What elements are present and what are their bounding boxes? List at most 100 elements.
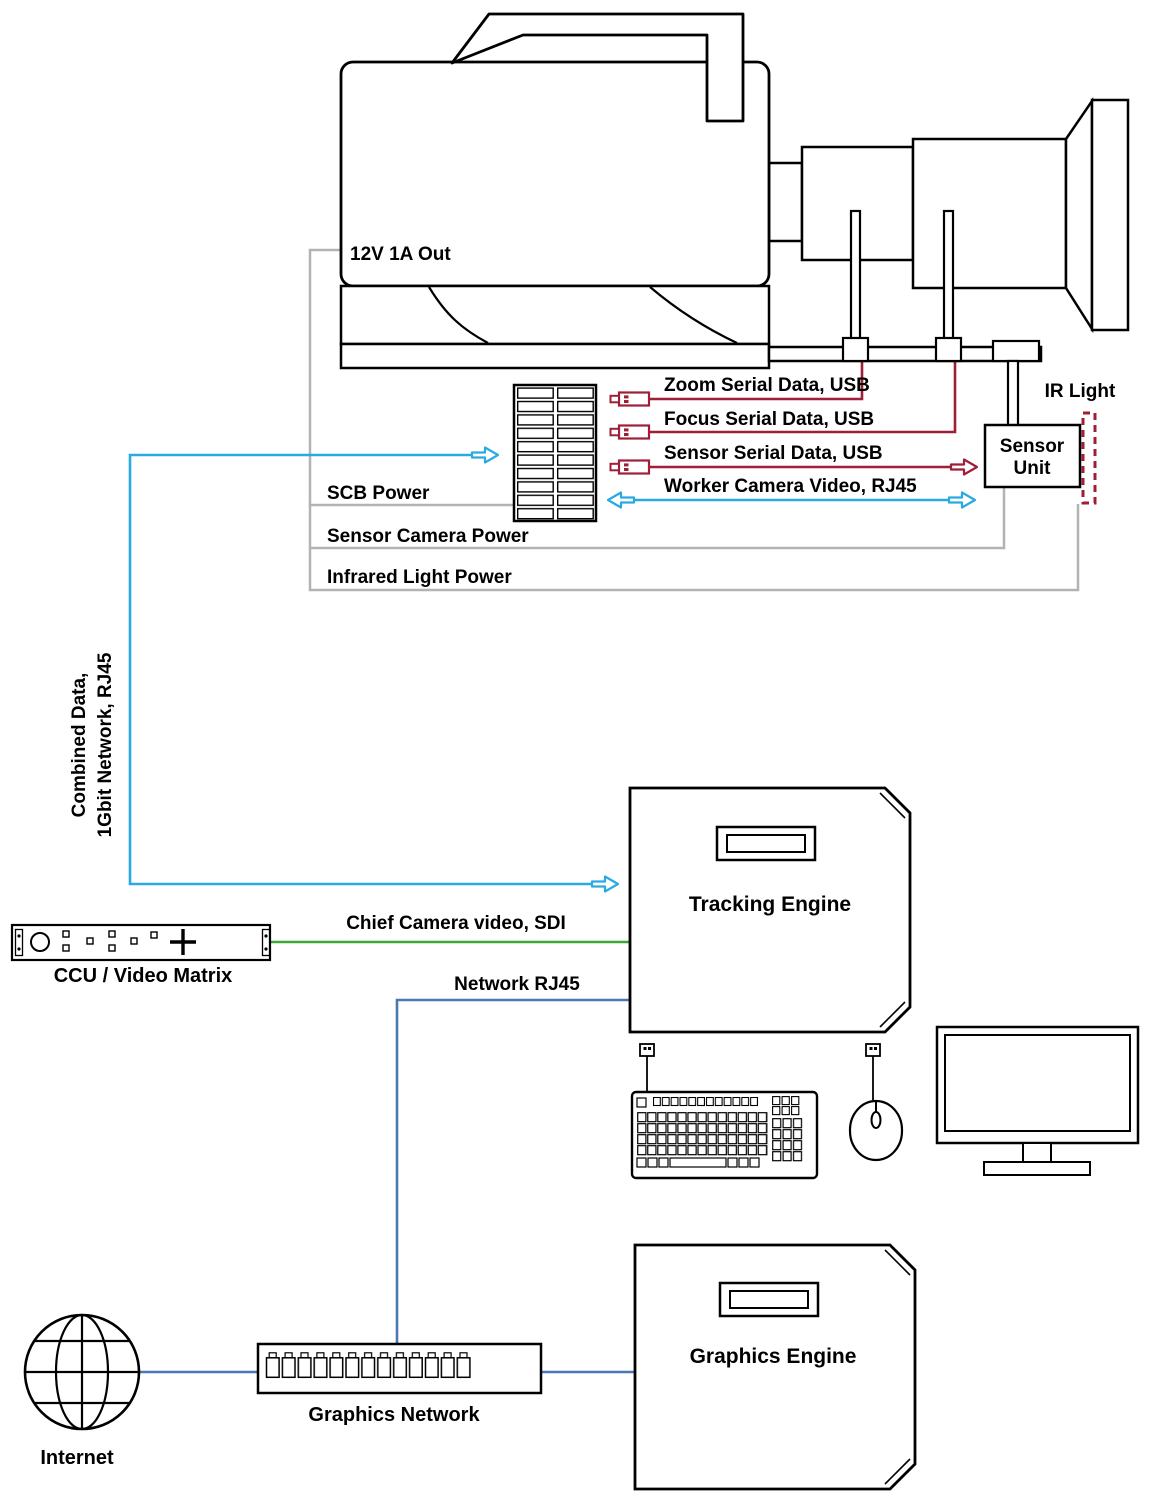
ccu-box [10, 923, 272, 962]
switch-ports [265, 1351, 472, 1381]
usb-plug-icon-focus [609, 424, 651, 440]
keyboard-function-row [653, 1097, 759, 1107]
usb-arrow-icon-into-sensor-unit [949, 458, 979, 476]
ccu-end-right-dot-2 [264, 947, 268, 951]
ccu-detail-square [86, 937, 94, 945]
network-rj45-label: Network RJ45 [454, 974, 580, 995]
focus-serial-label: Focus Serial Data, USB [664, 409, 874, 430]
mouse [848, 1043, 904, 1162]
ccu-end-left-dot-1 [17, 934, 21, 938]
worker-video-label: Worker Camera Video, RJ45 [664, 476, 917, 497]
ccu-detail-square [62, 944, 70, 952]
keyboard-key [647, 1157, 658, 1168]
sensor-camera-power-label: Sensor Camera Power [327, 526, 529, 547]
usb-icon-body [639, 1043, 655, 1057]
scb-rows-right [557, 386, 595, 521]
keyboard-esc-key [636, 1097, 647, 1108]
rj45-arrow-icon-worker-left [606, 491, 636, 509]
graphics-engine [633, 1243, 917, 1491]
tracking-network-wire [395, 998, 632, 1344]
monitor-stand-neck [1022, 1142, 1052, 1163]
support-rod-2 [942, 209, 955, 343]
rod-clamp-2 [934, 336, 963, 363]
tracking-engine [628, 786, 912, 1034]
camera-handle [450, 12, 745, 123]
graphics-engine-corner-detail-bottom [884, 1458, 911, 1485]
tracking-engine-drive-slot-inner [726, 834, 806, 853]
ccu-detail-square [108, 930, 116, 938]
keyboard-usb-icon [639, 1043, 655, 1092]
keyboard-key [738, 1157, 749, 1168]
ccu-detail-square [62, 930, 70, 938]
support-rod-1 [849, 209, 862, 343]
wires [128, 248, 1080, 1374]
usb-icon-pin [648, 1047, 651, 1050]
sensor-mount-link [1006, 359, 1020, 428]
sensor-camera-power-wire [308, 486, 1006, 550]
sensor-mount-bracket [991, 339, 1041, 363]
keyboard-key [749, 1157, 760, 1168]
scb-power-wire [308, 248, 516, 507]
graphics-engine-label: Graphics Engine [690, 1345, 857, 1368]
ir-light-label: IR Light [1045, 381, 1116, 402]
camera-shoulder-base [339, 284, 771, 346]
monitor-screen [944, 1034, 1131, 1132]
rod-clamp-1 [841, 336, 870, 363]
graphics-engine-drive-slot-inner [729, 1290, 809, 1309]
sensor-unit-label-line1: Sensor [1000, 436, 1065, 457]
sensor-unit-box [983, 423, 1082, 489]
ccu-end-left [14, 928, 24, 957]
graphics-engine-box [633, 1243, 917, 1491]
graphics-engine-corner-detail-top [884, 1249, 911, 1276]
ir-light-panel [1081, 411, 1097, 505]
keyboard-main-keys [637, 1112, 768, 1156]
usb-icon-pin [869, 1047, 873, 1050]
usb-icon-pin [643, 1047, 647, 1050]
internet-globe [23, 1313, 141, 1431]
camera-power-out-label: 12V 1A Out [350, 244, 451, 265]
chief-video-label: Chief Camera video, SDI [346, 913, 566, 934]
scb-rows-left [517, 386, 555, 521]
network-switch [256, 1342, 543, 1395]
rj45-arrow-icon-into-scb [470, 446, 500, 464]
ccu-detail-square [150, 931, 158, 939]
keyboard-key [636, 1157, 647, 1168]
monitor-stand-base [983, 1161, 1091, 1176]
mouse-usb-icon [865, 1043, 881, 1100]
tracking-engine-box [628, 786, 912, 1034]
tracking-engine-corner-detail-bottom [879, 1001, 906, 1028]
keyboard-numpad [772, 1118, 803, 1162]
scb-power-label: SCB Power [327, 483, 430, 504]
usb-plug-icon-zoom [609, 391, 651, 407]
ccu-cross [170, 929, 196, 955]
ccu-end-right-dot-1 [264, 934, 268, 938]
lens-barrel [911, 137, 1068, 290]
mouse-scroll-wheel [870, 1111, 882, 1129]
ccu-detail-square [108, 944, 116, 952]
zoom-serial-label: Zoom Serial Data, USB [664, 375, 870, 396]
ccu-end-right [261, 928, 271, 957]
sensor-unit-label-line2: Unit [1014, 458, 1052, 479]
keyboard-spacebar [669, 1157, 727, 1168]
graphics-network-label: Graphics Network [308, 1404, 480, 1426]
keyboard-key [727, 1157, 738, 1168]
lens-mount [767, 161, 804, 243]
scb-breakout-box [512, 383, 598, 523]
tracking-engine-label: Tracking Engine [689, 893, 851, 916]
internet-label: Internet [40, 1447, 114, 1469]
keyboard-key [658, 1157, 669, 1168]
rj45-arrow-icon-into-tracking [590, 875, 620, 893]
combined-data-label-line1: Combined Data, [69, 673, 90, 818]
support-rail [767, 345, 1043, 363]
keyboard-nav-cluster [772, 1096, 800, 1116]
focus-serial-wire [649, 357, 957, 434]
usb-icon-pin [874, 1047, 877, 1050]
labels: 12V 1A Out Zoom Serial Data, USB Focus S… [40, 244, 1116, 1469]
worker-camera [339, 12, 1130, 428]
tracking-engine-corner-detail-top [879, 792, 906, 819]
zoom-serial-wire [649, 357, 864, 401]
sensor-serial-label: Sensor Serial Data, USB [664, 443, 883, 464]
monitor [935, 1025, 1140, 1176]
